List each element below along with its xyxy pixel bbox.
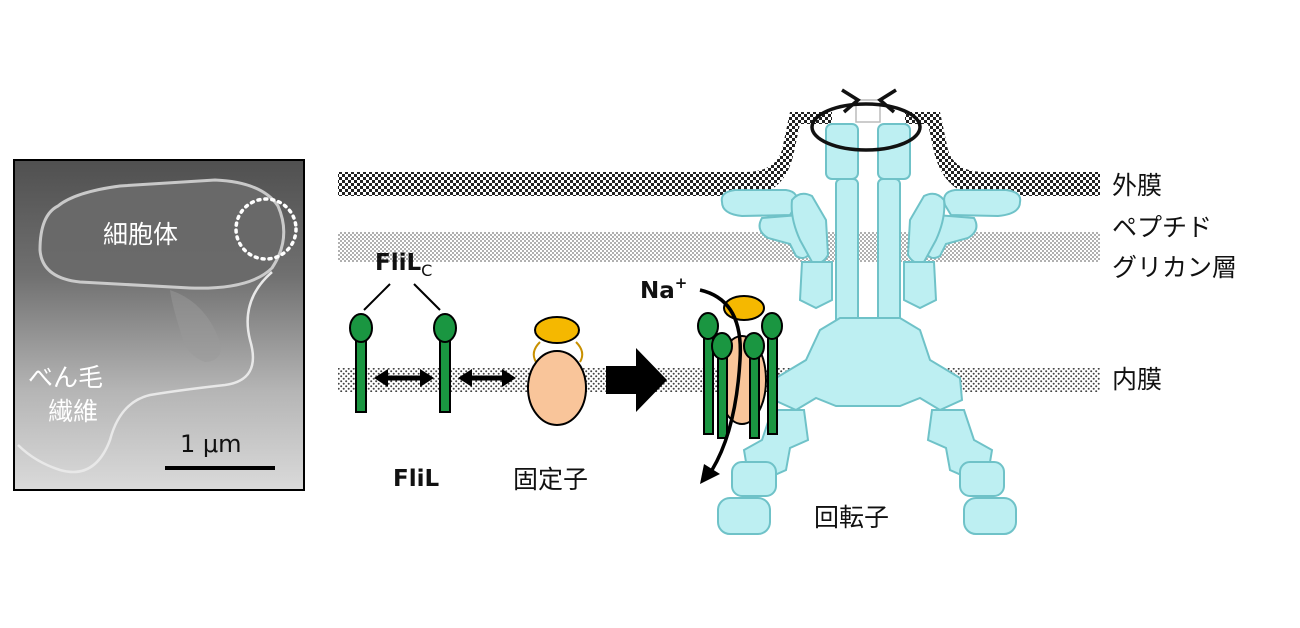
flagellum-label-line1: べん毛 — [28, 363, 103, 392]
stator-label: 固定子 — [513, 465, 588, 494]
rotation-arrowhead-left — [841, 88, 861, 114]
cell-shadow — [170, 290, 221, 362]
outer-membrane-label: 外膜 — [1112, 171, 1162, 200]
flil-head-1 — [349, 313, 373, 343]
flil-c-label: FliLC — [375, 250, 432, 280]
flil-c-label-sub: C — [421, 261, 432, 280]
flil-head-2 — [433, 313, 457, 343]
rod-right — [877, 123, 911, 180]
peptidoglycan-layer — [338, 232, 1100, 262]
motor-highlight-circle — [234, 197, 298, 261]
flil-c-label-main: FliL — [375, 250, 421, 276]
inner-membrane-label: 内膜 — [1112, 365, 1162, 394]
complex-flil-stalk-2 — [717, 349, 728, 439]
flagellum-label-line2: 繊維 — [48, 397, 98, 426]
interaction-arrow-1 — [374, 369, 434, 387]
cell-body-label: 細胞体 — [103, 220, 178, 249]
interaction-arrow-2 — [458, 369, 516, 387]
ion-label: Na+ — [640, 274, 687, 304]
complex-flil-head-4 — [761, 312, 783, 340]
ion-label-sup: + — [675, 274, 688, 292]
ms-arm-left — [798, 261, 833, 310]
complex-flil-head-2 — [711, 332, 733, 360]
complex-flil-stalk-3 — [749, 349, 760, 439]
c-ring-block-left-1 — [731, 461, 777, 497]
ms-arm-right — [903, 261, 938, 310]
flil-label: FliL — [393, 466, 439, 492]
ion-flow-arrowhead — [700, 464, 720, 484]
flil-c-pointer-right — [413, 283, 441, 311]
rod-left — [825, 123, 859, 180]
outer-membrane-right — [905, 112, 1100, 196]
rotation-arrowhead-right — [877, 88, 897, 114]
rotation-indicator — [810, 88, 922, 152]
c-ring-block-right-2 — [963, 497, 1017, 535]
flil-c-pointer-left — [363, 283, 391, 311]
complex-flil-stalk-4 — [767, 329, 778, 435]
stator-cap — [534, 316, 580, 344]
peptidoglycan-label-line2: グリカン層 — [1112, 253, 1237, 282]
complex-flil-head-1 — [697, 312, 719, 340]
c-ring-block-left-2 — [717, 497, 771, 535]
cell-body-outline — [38, 178, 286, 290]
c-ring-block-right-1 — [959, 461, 1005, 497]
ion-label-main: Na — [640, 278, 675, 304]
scale-bar-label: 1 μm — [180, 430, 242, 458]
rotation-ellipse — [810, 102, 922, 152]
rotor-label: 回転子 — [814, 503, 889, 532]
stator-body — [527, 350, 587, 426]
assembly-arrow — [606, 348, 667, 412]
complex-flil-head-3 — [743, 332, 765, 360]
flil-group: FliLC FliL — [349, 250, 516, 492]
outer-membrane — [338, 112, 832, 196]
stator-group: 固定子 — [513, 316, 588, 494]
peptidoglycan-label-line1: ペプチド — [1112, 213, 1212, 242]
stator-linker — [532, 341, 584, 363]
ms-ring — [772, 317, 964, 412]
flagellum-filament — [17, 271, 273, 474]
rotor-group — [717, 99, 1022, 535]
stator-complex: Na+ — [640, 274, 783, 484]
l-ring-left — [720, 189, 798, 218]
micrograph-panel: 細胞体 べん毛 繊維 1 μm — [13, 159, 305, 491]
l-ring-right — [943, 189, 1022, 218]
ion-flow-arrow — [699, 288, 743, 471]
